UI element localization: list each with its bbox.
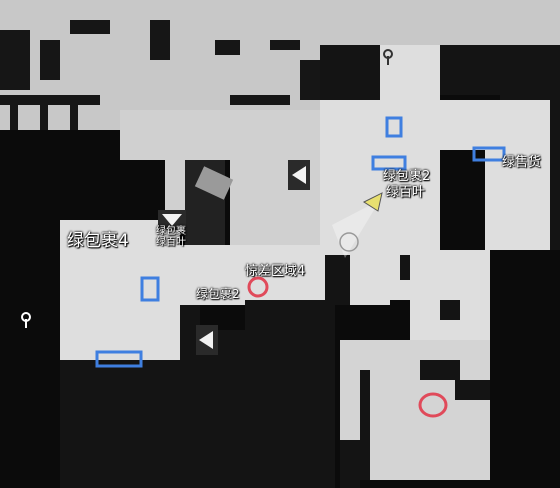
label-bag2-top: 绿包裹2 bbox=[383, 169, 431, 184]
door-arrow-icon bbox=[288, 160, 310, 190]
main-corridor bbox=[60, 220, 490, 360]
player-arrow-icon bbox=[362, 192, 383, 212]
label-bag4: 绿包裹4 bbox=[67, 231, 129, 251]
player-ring bbox=[339, 232, 359, 252]
upper-right-room bbox=[320, 45, 550, 250]
upper-right-walls bbox=[320, 45, 560, 250]
door-arrow-icon bbox=[158, 210, 186, 230]
label-greenleaf-top: 绿百叶 bbox=[386, 185, 426, 200]
central-area bbox=[120, 110, 330, 245]
loot-box-markers bbox=[95, 116, 506, 368]
label-small-bag: 绿包裹 bbox=[156, 226, 186, 237]
door-arrow-icon bbox=[196, 325, 218, 355]
player-view-cone bbox=[332, 200, 380, 258]
objective-circle-icon bbox=[418, 392, 448, 418]
label-small-greenleaf: 绿百叶 bbox=[156, 237, 186, 248]
lower-right-walls bbox=[340, 360, 490, 488]
label-diff-zone4: 惊差区域4 bbox=[245, 264, 306, 279]
corridor-walls bbox=[60, 255, 460, 488]
left-void bbox=[0, 130, 70, 488]
label-bag2-mid: 绿包裹2 bbox=[196, 287, 240, 301]
label-green-seller: 绿售货 bbox=[502, 155, 542, 170]
objective-circle-icon bbox=[247, 276, 269, 298]
key-icon bbox=[21, 312, 31, 328]
key-icon bbox=[383, 49, 393, 65]
crate-block bbox=[194, 166, 234, 200]
